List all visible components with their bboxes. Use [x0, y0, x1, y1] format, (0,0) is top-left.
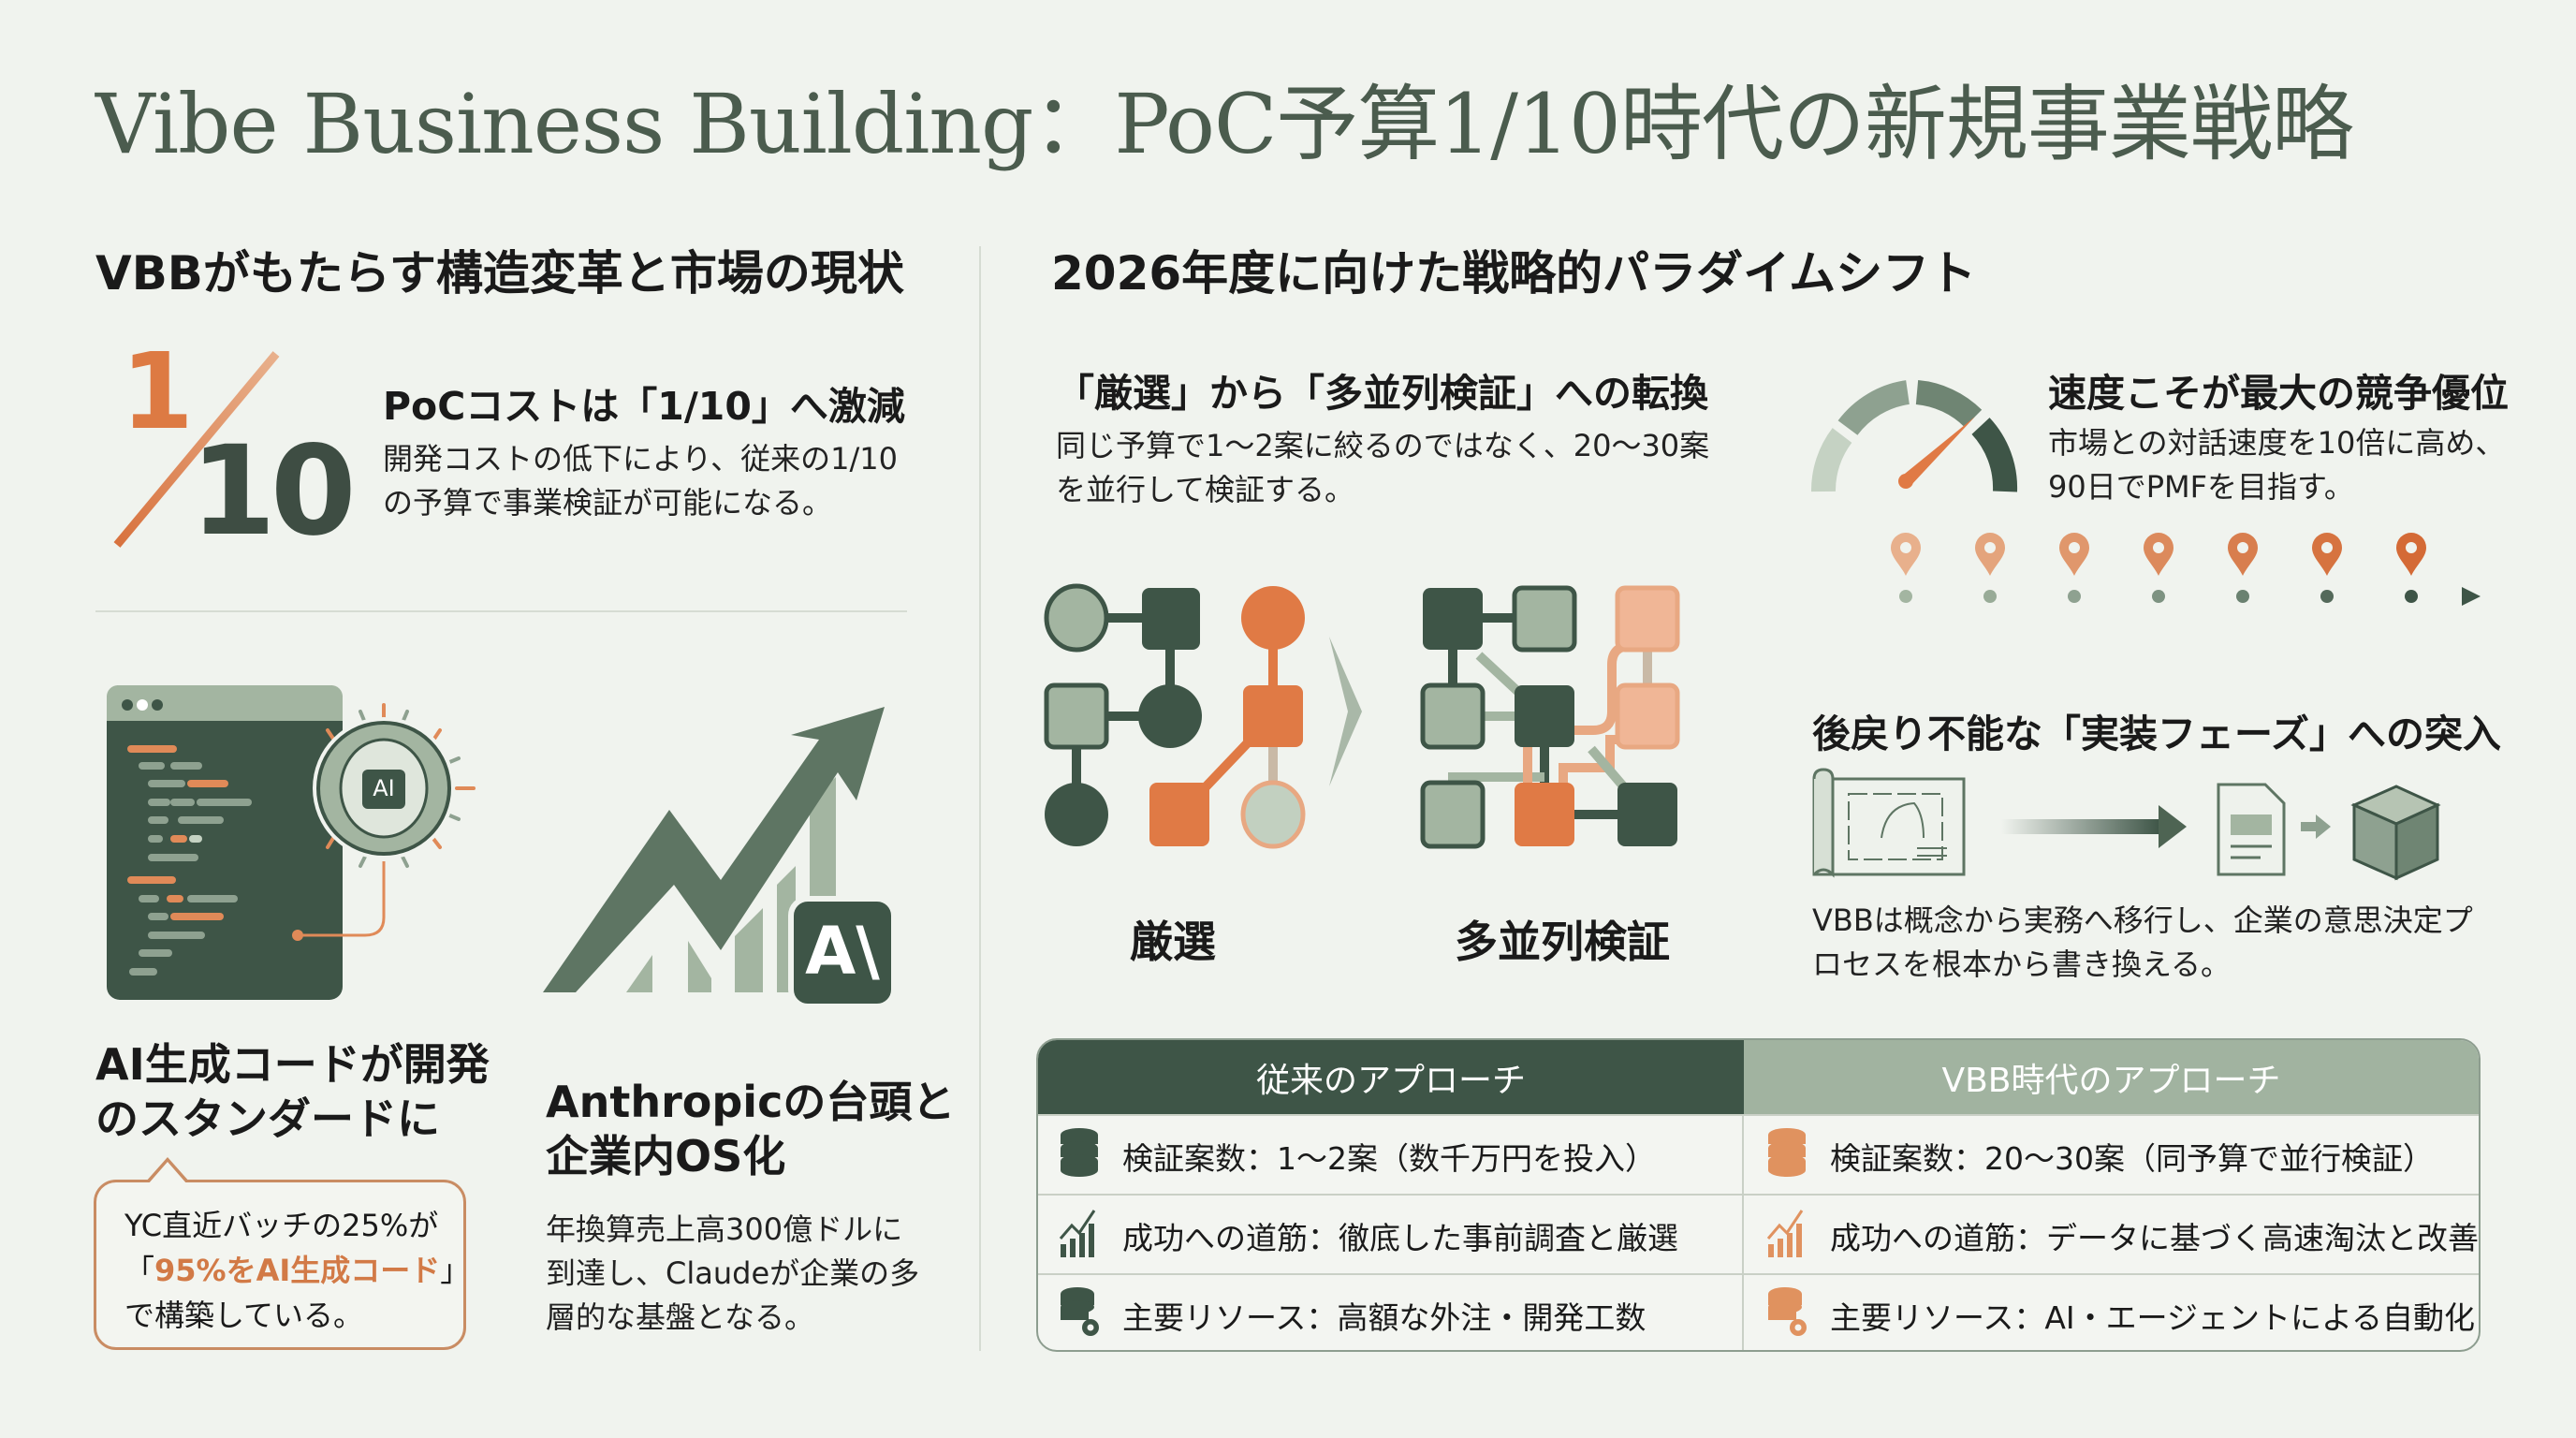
timeline-dot [1899, 590, 1912, 603]
growth-arrow-illustration: A\ [538, 697, 903, 1011]
text-line: で構築している。 [124, 1298, 364, 1333]
label-parallel-validation: 多並列検証 [1455, 917, 1670, 967]
implementation-heading: 後戻り不能な「実装フェーズ」への突入 [1812, 712, 2501, 756]
column-divider [979, 246, 981, 1351]
cell-text: 主要リソース：高額な外注・開発工数 [1122, 1299, 1647, 1336]
selective-network [1044, 583, 1306, 849]
ai-brain-icon-label: AI [373, 775, 395, 801]
text-line: Anthropicの台頭と [546, 1077, 956, 1127]
speedometer-icon [1807, 360, 2022, 501]
shift-description: 同じ予算で1〜2案に絞るのではなく、20〜30案 を並行して検証する。 [1056, 424, 1709, 512]
timeline-dot [2320, 590, 2334, 603]
database-gear-icon [1038, 1286, 1122, 1344]
document-icon [2217, 783, 2286, 876]
fraction-numerator: 1 [121, 331, 194, 453]
map-pin-icon [2059, 533, 2089, 603]
text-line: ロセスを根本から書き換える。 [1812, 946, 2232, 982]
cell-text: 成功への道筋：データに基づく高速淘汰と改善 [1830, 1219, 2479, 1256]
implementation-flow-illustration [1807, 768, 2481, 885]
table-header-traditional: 従来のアプローチ [1038, 1040, 1744, 1114]
map-pin-icon [2228, 533, 2258, 603]
table-row: 成功への道筋：徹底した事前調査と厳選 成功への道筋：データに基づく高速淘汰と改善 [1038, 1194, 2479, 1275]
text-line: VBBは概念から実務へ移行し、企業の意思決定プ [1812, 902, 2473, 938]
text-line: YC直近バッチの25%が [124, 1208, 439, 1243]
milestone-timeline [1807, 529, 2490, 613]
text-line: 年換算売上高300億ドルに [546, 1211, 903, 1247]
bracket: 「 [124, 1253, 155, 1288]
text-line: の予算で事業検証が可能になる。 [383, 485, 833, 521]
shift-heading: 「厳選」から「多並列検証」への転換 [1056, 371, 1708, 416]
table-row: 主要リソース：高額な外注・開発工数 主要リソース：AI・エージェントによる自動化 [1038, 1273, 2479, 1350]
cell-text: 検証案数：20〜30案（同予算で並行検証） [1830, 1139, 2434, 1177]
fraction-denominator: 10 [190, 419, 357, 564]
text-line: 到達し、Claudeが企業の多 [546, 1255, 920, 1291]
right-section-heading: 2026年度に向けた戦略的パラダイムシフト [1051, 246, 1977, 301]
highlight-text: 95%をAI生成コード [154, 1253, 441, 1288]
cell-traditional: 成功への道筋：徹底した事前調査と厳選 [1038, 1196, 1744, 1275]
text-line: 企業内OS化 [546, 1131, 786, 1181]
transition-chevron-icon [1329, 637, 1362, 786]
cell-traditional: 検証案数：1〜2案（数千万円を投入） [1038, 1116, 1744, 1196]
cell-vbb: 検証案数：20〜30案（同予算で並行検証） [1746, 1116, 2479, 1196]
left-section-heading: VBBがもたらす構造変革と市場の現状 [95, 246, 904, 301]
growth-chart-icon [1746, 1207, 1830, 1265]
anthropic-heading: Anthropicの台頭と 企業内OS化 [546, 1075, 955, 1183]
map-pin-icon [2312, 533, 2342, 603]
timeline-dot [2236, 590, 2249, 603]
cell-vbb: 主要リソース：AI・エージェントによる自動化 [1746, 1275, 2479, 1350]
timeline-dot [1983, 590, 1997, 603]
map-pin-icon [1975, 533, 2005, 603]
cell-traditional: 主要リソース：高額な外注・開発工数 [1038, 1275, 1744, 1350]
code-editor-ai-illustration: AI [94, 674, 496, 1002]
text-line: 同じ予算で1〜2案に絞るのではなく、20〜30案 [1056, 428, 1710, 463]
timeline-dot [2068, 590, 2081, 603]
ai-code-heading: AI生成コードが開発 のスタンダードに [95, 1037, 490, 1146]
map-pin-icon [1891, 533, 1921, 603]
database-icon [1038, 1127, 1122, 1185]
growth-chart-icon [1038, 1207, 1122, 1265]
table-header-vbb: VBB時代のアプローチ [1744, 1040, 2479, 1114]
timeline-dot [2405, 590, 2418, 603]
section-divider [95, 610, 907, 612]
approach-comparison-table: 従来のアプローチ VBB時代のアプローチ 検証案数：1〜2案（数千万円を投入）検… [1036, 1038, 2481, 1352]
anthropic-description: 年換算売上高300億ドルに 到達し、Claudeが企業の多 層的な基盤となる。 [546, 1208, 919, 1340]
cell-text: 検証案数：1〜2案（数千万円を投入） [1122, 1139, 1656, 1177]
cell-text: 成功への道筋：徹底した事前調査と厳選 [1122, 1219, 1678, 1256]
yc-stat-speech-bubble: YC直近バッチの25%が 「95%をAI生成コード」 で構築している。 [94, 1157, 470, 1350]
map-pin-icon [2396, 533, 2426, 603]
page-title: Vibe Business Building：PoC予算1/10時代の新規事業戦… [95, 76, 2354, 172]
blueprint-icon [1812, 768, 1966, 878]
text-line: 開発コストの低下により、従来の1/10 [383, 441, 898, 477]
database-gear-icon [1746, 1286, 1830, 1344]
cost-heading: PoCコストは「1/10」へ激減 [383, 384, 905, 429]
map-pin-icon [2144, 533, 2174, 603]
one-tenth-graphic: 1 10 [108, 331, 357, 564]
speed-heading: 速度こそが最大の競争優位 [2048, 371, 2509, 416]
bracket: 」 [440, 1253, 471, 1288]
text-line: 市場との対話速度を10倍に高め、 [2048, 425, 2506, 461]
label-selective: 厳選 [1130, 917, 1216, 967]
text-line: 層的な基盤となる。 [546, 1299, 815, 1335]
text-line: AI生成コードが開発 [95, 1039, 490, 1090]
timeline-dot [2152, 590, 2165, 603]
package-box-icon [2350, 785, 2441, 881]
anthropic-logo-badge: A\ [805, 913, 880, 990]
implementation-description: VBBは概念から実務へ移行し、企業の意思決定プ ロセスを根本から書き換える。 [1812, 899, 2473, 987]
cost-description: 開発コストの低下により、従来の1/10 の予算で事業検証が可能になる。 [383, 437, 898, 525]
parallel-network [1420, 585, 1680, 849]
database-icon [1746, 1127, 1830, 1185]
network-transition-diagram [1039, 580, 1713, 857]
cell-vbb: 成功への道筋：データに基づく高速淘汰と改善 [1746, 1196, 2479, 1275]
text-line: のスタンダードに [95, 1093, 440, 1144]
table-row: 検証案数：1〜2案（数千万円を投入） 検証案数：20〜30案（同予算で並行検証） [1038, 1114, 2479, 1196]
speed-description: 市場との対話速度を10倍に高め、 90日でPMFを目指す。 [2048, 421, 2505, 509]
text-line: 90日でPMFを目指す。 [2048, 469, 2354, 505]
cell-text: 主要リソース：AI・エージェントによる自動化 [1830, 1299, 2476, 1336]
text-line: を並行して検証する。 [1056, 472, 1355, 507]
